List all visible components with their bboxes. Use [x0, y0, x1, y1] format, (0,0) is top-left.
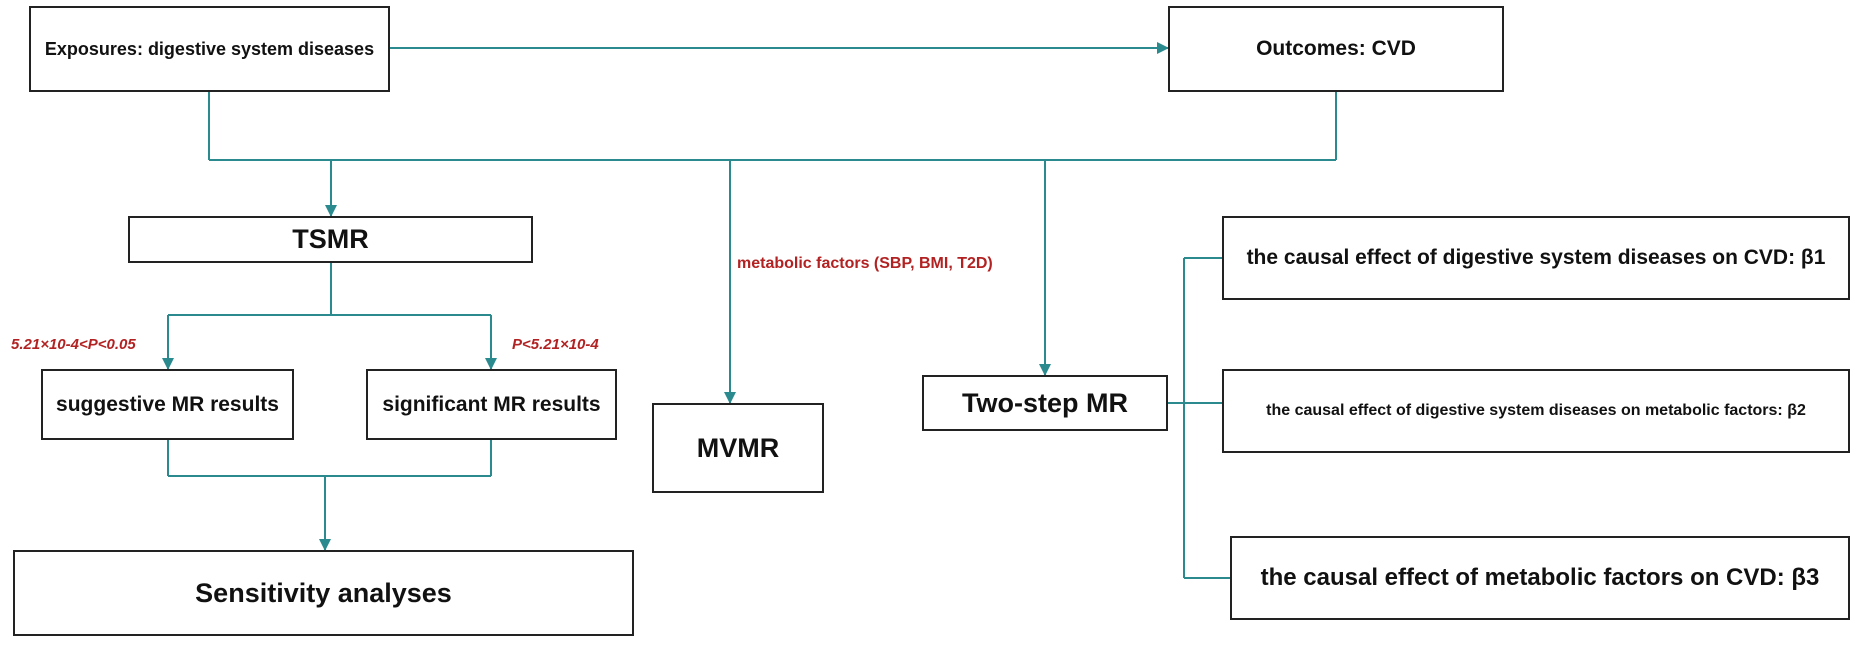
mvmr-box: MVMR	[652, 403, 824, 493]
metabolic-factors-label: metabolic factors (SBP, BMI, T2D)	[737, 255, 993, 272]
significant-threshold-label: P<5.21×10-4	[512, 336, 599, 353]
beta3-box: the causal effect of metabolic factors o…	[1230, 536, 1850, 620]
suggestive-threshold-label: 5.21×10-4<P<0.05	[11, 336, 136, 353]
significant-results-box: significant MR results	[366, 369, 617, 440]
exposures-box: Exposures: digestive system diseases	[29, 6, 390, 92]
sensitivity-analyses-box: Sensitivity analyses	[13, 550, 634, 636]
two-step-mr-box: Two-step MR	[922, 375, 1168, 431]
beta1-box: the causal effect of digestive system di…	[1222, 216, 1850, 300]
beta2-box: the causal effect of digestive system di…	[1222, 369, 1850, 453]
suggestive-results-box: suggestive MR results	[41, 369, 294, 440]
tsmr-box: TSMR	[128, 216, 533, 263]
outcomes-box: Outcomes: CVD	[1168, 6, 1504, 92]
